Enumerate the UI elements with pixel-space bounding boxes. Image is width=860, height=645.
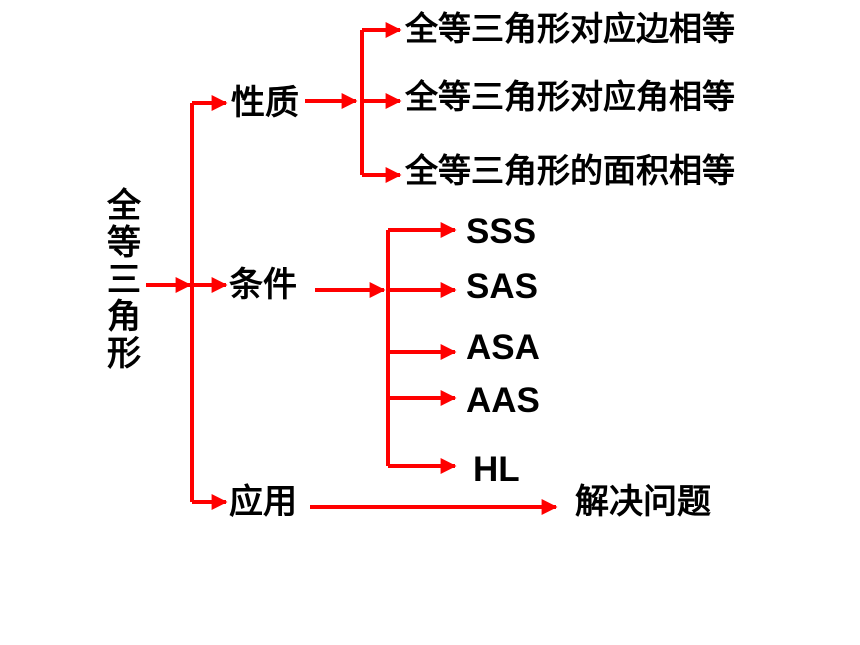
condition-label: 条件 <box>229 265 297 305</box>
property-label: 性质 <box>231 83 299 123</box>
root-char: 全 <box>107 186 141 226</box>
condition-item: ASA <box>466 328 540 367</box>
property-item: 全等三角形的面积相等 <box>405 151 735 190</box>
application-result: 解决问题 <box>575 482 711 522</box>
condition-item: SSS <box>466 212 537 251</box>
condition-item: SAS <box>466 267 538 306</box>
condition-item: HL <box>473 450 520 489</box>
root-label-全等三角形: 全 等 三 角 形 <box>104 188 144 373</box>
root-char: 三 <box>107 260 141 300</box>
root-char: 形 <box>107 334 141 374</box>
property-item: 全等三角形对应边相等 <box>405 9 735 48</box>
application-label: 应用 <box>229 482 297 522</box>
property-item: 全等三角形对应角相等 <box>405 77 735 116</box>
condition-item: AAS <box>466 381 540 420</box>
root-char: 等 <box>107 223 141 263</box>
root-char: 角 <box>107 297 141 337</box>
